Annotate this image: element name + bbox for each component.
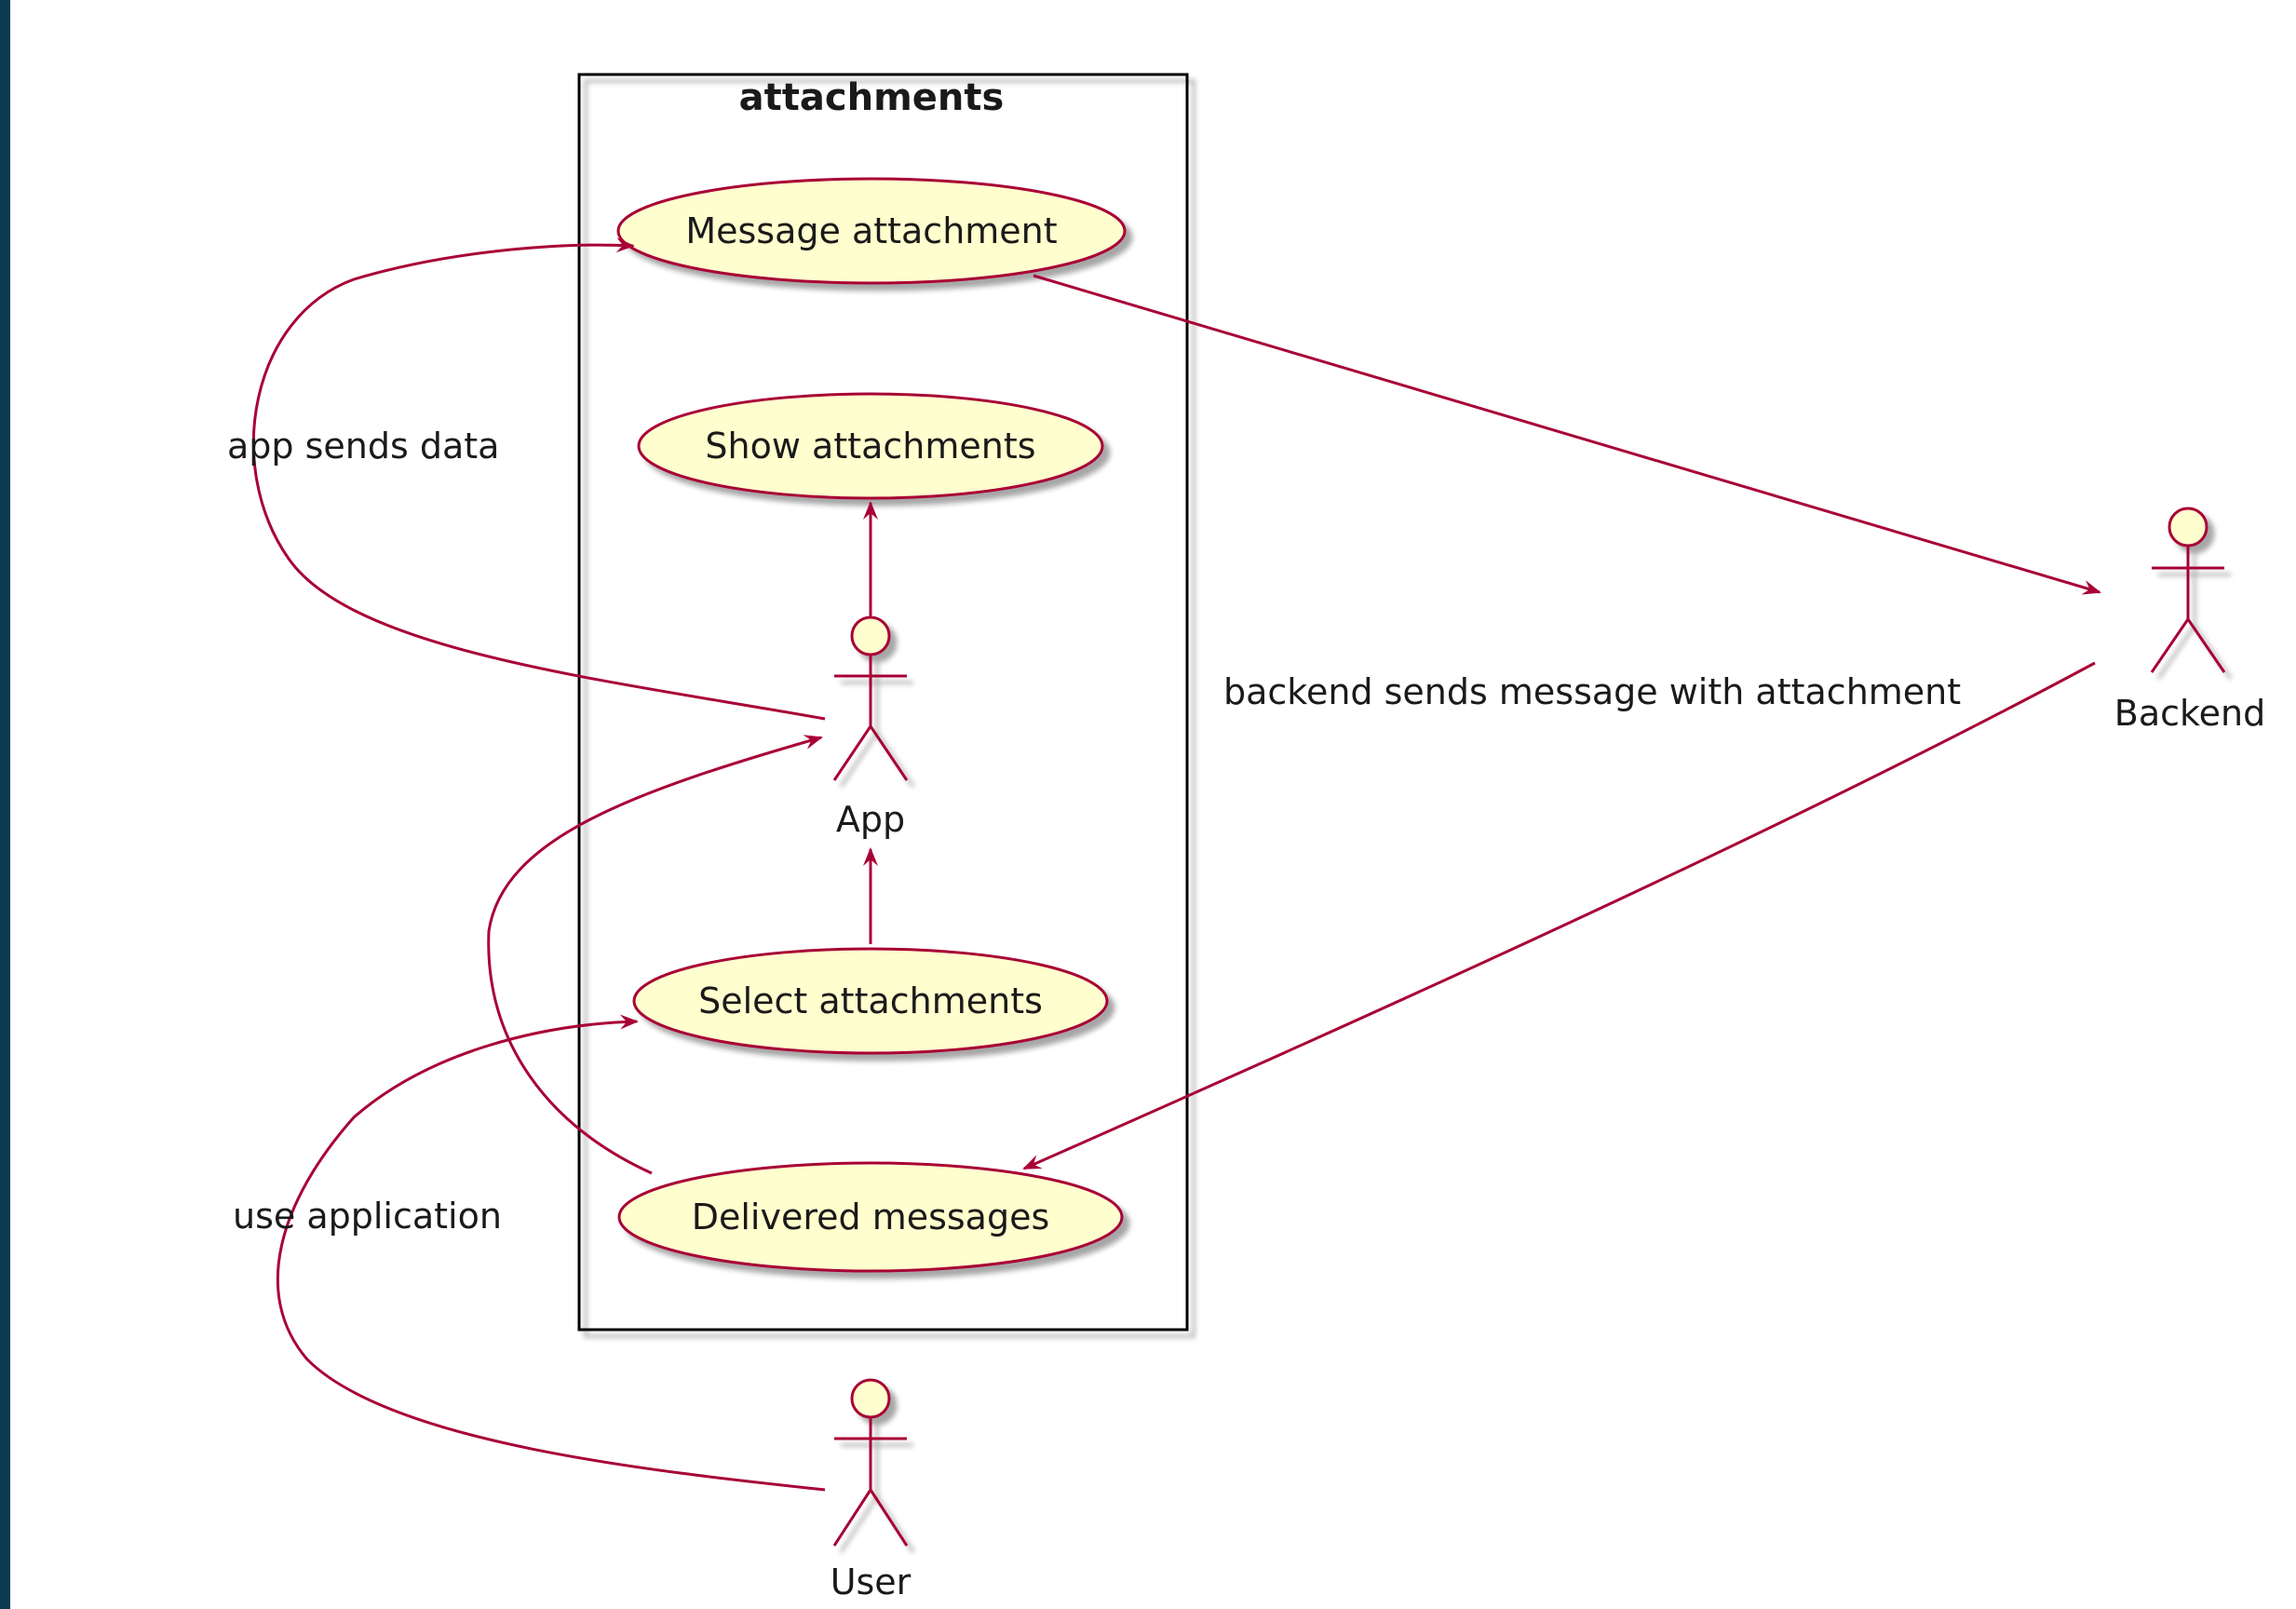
package-title: attachments <box>739 76 1005 119</box>
use-case-label: Message attachment <box>685 210 1057 251</box>
edge-label-app-sends-data: app sends data <box>227 426 499 466</box>
actor-app[interactable]: App <box>832 615 909 840</box>
use-case-message-attachment[interactable]: Message attachment <box>616 177 1127 285</box>
use-case-label: Select attachments <box>698 980 1043 1021</box>
use-case-select-attachments[interactable]: Select attachments <box>632 947 1109 1055</box>
package-attachments: attachments <box>577 73 1189 1332</box>
use-case-show-attachments[interactable]: Show attachments <box>637 392 1104 500</box>
use-case-label: Show attachments <box>705 426 1035 466</box>
actor-label: Backend <box>2114 693 2265 734</box>
use-case-label: Delivered messages <box>692 1197 1050 1237</box>
actor-user[interactable]: User <box>831 1378 912 1602</box>
edge-message-attachment-to-backend <box>1033 274 2101 595</box>
use-case-delivered-messages[interactable]: Delivered messages <box>617 1161 1124 1273</box>
edge-label-backend-sends: backend sends message with attachment <box>1223 671 1961 712</box>
actor-label: App <box>836 799 905 840</box>
window-left-edge <box>0 0 10 1609</box>
edge-delivered-messages-to-app <box>487 735 823 1175</box>
edge-user-to-select-attachments <box>276 1014 826 1492</box>
edge-label-use-application: use application <box>233 1196 502 1237</box>
actor-label: User <box>831 1562 912 1602</box>
actor-backend[interactable]: Backend <box>2114 507 2265 734</box>
edge-backend-to-delivered-messages <box>1022 661 2096 1170</box>
edge-app-to-message-attachment <box>251 237 826 721</box>
